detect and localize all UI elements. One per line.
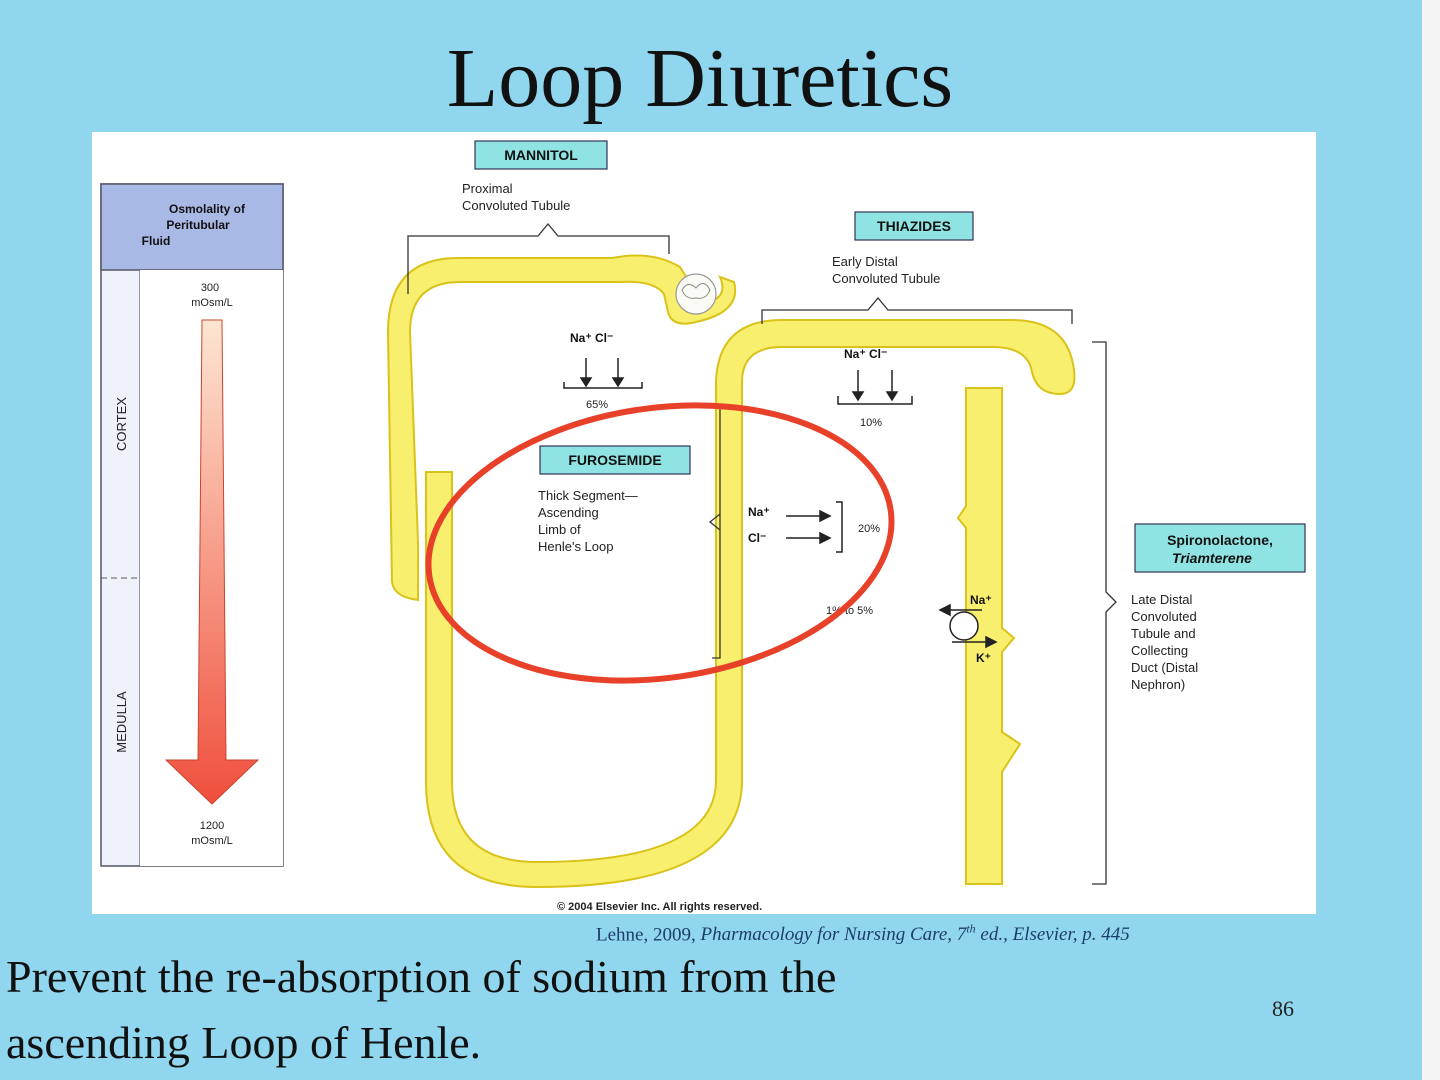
reabsorption-arrows — [563, 358, 998, 649]
citation-book: Pharmacology for Nursing Care, 7 — [700, 924, 967, 946]
late-distal-line4: Collecting — [1131, 643, 1188, 658]
loop-na: Na⁺ — [748, 505, 770, 519]
osmolality-header-line1: Osmolality of — [169, 202, 246, 216]
highlight-ring — [425, 402, 895, 684]
loop-bracket — [712, 404, 721, 659]
mannitol-box — [474, 140, 608, 170]
distal-arrowhead-k — [985, 635, 998, 649]
nephron-tubule — [386, 254, 1076, 889]
thiazides-box — [854, 211, 974, 241]
osm-bottom-unit: mOsm/L — [191, 835, 233, 847]
nephron-figure: Osmolality of Peritubular Fluid 300 mOsm… — [92, 132, 1316, 914]
late-distal-line2: Convoluted — [1131, 609, 1197, 624]
osmolality-header-line3: Fluid — [142, 234, 171, 248]
citation-prefix: Lehne, 2009, — [596, 924, 701, 946]
loop-brace — [836, 501, 843, 553]
osmolality-gradient-arrow — [164, 319, 260, 805]
edct-bracket — [761, 296, 1073, 324]
proximal-tubule-segment — [386, 254, 737, 602]
slide-number: 86 — [1272, 996, 1294, 1021]
ion-labels: Na⁺ Cl⁻ 65% Na⁺ Cl⁻ 10% Na⁺ Cl⁻ 20% 1% t… — [570, 331, 992, 665]
segment-brackets — [407, 222, 1117, 885]
slide-caption: Prevent the re-absorption of sodium from… — [6, 944, 1106, 1076]
furosemide-box — [539, 445, 691, 475]
pct-arrowhead-na — [579, 377, 593, 388]
citation-sup: th — [966, 922, 976, 936]
copyright-notice: © 2004 Elsevier Inc. All rights reserved… — [557, 901, 762, 913]
spironolactone-label: Spironolactone, — [1167, 532, 1273, 548]
edct-brace — [837, 396, 913, 405]
thick-segment-line1: Thick Segment— — [538, 488, 638, 503]
triamterene-label: Triamterene — [1172, 550, 1252, 566]
distal-bracket — [1092, 341, 1117, 885]
citation: Lehne, 2009, Pharmacology for Nursing Ca… — [596, 922, 1130, 946]
slide-title: Loop Diuretics — [446, 32, 954, 125]
edct-percent: 10% — [860, 417, 882, 429]
glomerulus-icon — [675, 273, 717, 315]
caption-line2: ascending Loop of Henle. — [6, 1017, 482, 1068]
pct-bracket — [407, 222, 670, 294]
loop-arrowhead-cl — [819, 531, 832, 545]
late-distal-line1: Late Distal — [1131, 592, 1193, 607]
pct-brace — [563, 382, 643, 389]
loop-arrowhead-na — [819, 509, 832, 523]
late-distal-line5: Duct (Distal — [1131, 660, 1198, 675]
pct-percent: 65% — [586, 399, 608, 411]
loop-percent: 20% — [858, 523, 880, 535]
drug-labels: MANNITOL THIAZIDES FUROSEMIDE Spironolac… — [474, 140, 1306, 573]
thiazides-label: THIAZIDES — [877, 218, 951, 234]
osmolality-header-line2: Peritubular — [166, 218, 230, 232]
edct-label-line2: Convoluted Tubule — [832, 271, 940, 286]
osm-top-value: 300 — [201, 282, 219, 294]
screen-edge — [1422, 0, 1440, 1080]
edct-arrowhead-cl — [885, 391, 899, 402]
zone-cortex-label: CORTEX — [114, 397, 129, 451]
pct-label-line1: Proximal — [462, 181, 513, 196]
citation-suffix: ed., Elsevier, p. 445 — [975, 924, 1130, 946]
na-k-pump-icon — [949, 611, 979, 641]
edct-ions: Na⁺ Cl⁻ — [844, 347, 887, 361]
capillary-tuft-icon — [681, 283, 711, 299]
osm-bottom-value: 1200 — [200, 820, 224, 832]
thick-segment-line2: Ascending — [538, 505, 599, 520]
thick-segment-line4: Henle's Loop — [538, 539, 613, 554]
distal-arrowhead-na — [938, 603, 951, 617]
collecting-duct — [956, 387, 1022, 885]
distal-k: K⁺ — [976, 651, 991, 665]
pct-ions: Na⁺ Cl⁻ — [570, 331, 613, 345]
pct-arrowhead-cl — [611, 377, 625, 388]
loop-cl: Cl⁻ — [748, 531, 766, 545]
pct-label-line2: Convoluted Tubule — [462, 198, 570, 213]
zone-medulla-label: MEDULLA — [114, 691, 129, 753]
caption-line1: Prevent the re-absorption of sodium from… — [6, 951, 837, 1002]
late-distal-line6: Nephron) — [1131, 677, 1185, 692]
edct-arrowhead-na — [851, 391, 865, 402]
late-distal-line3: Tubule and — [1131, 626, 1196, 641]
osmolality-panel: Osmolality of Peritubular Fluid 300 mOsm… — [100, 183, 284, 867]
segment-descriptions: Proximal Convoluted Tubule Early Distal … — [462, 181, 1198, 692]
loop-bracket-notch — [708, 513, 721, 531]
loop-of-henle — [425, 319, 1076, 889]
furosemide-label: FUROSEMIDE — [568, 452, 661, 468]
osmolality-header-box — [100, 183, 284, 271]
nephron-diagram: Osmolality of Peritubular Fluid 300 mOsm… — [100, 140, 1306, 913]
distal-na: Na⁺ — [970, 593, 992, 607]
thick-segment-line3: Limb of — [538, 522, 581, 537]
edct-label-line1: Early Distal — [832, 254, 898, 269]
osm-top-unit: mOsm/L — [191, 297, 233, 309]
mannitol-label: MANNITOL — [504, 147, 578, 163]
spironolactone-box — [1134, 523, 1306, 573]
